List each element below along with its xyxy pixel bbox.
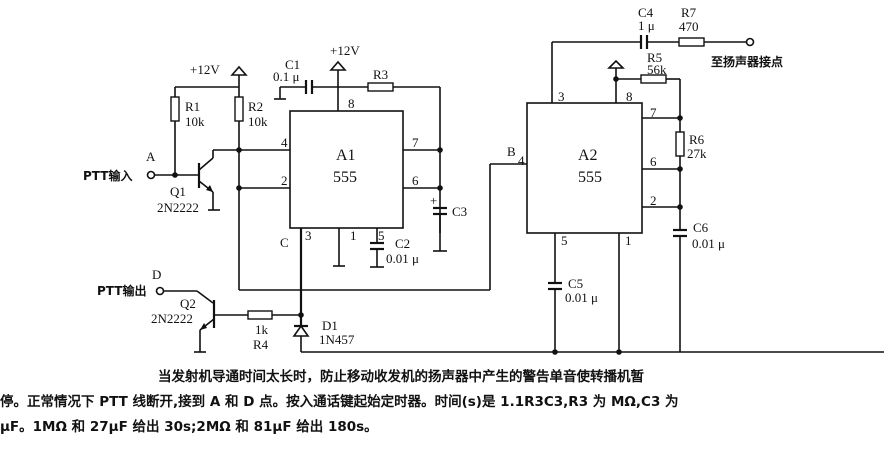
svg-text:2: 2 — [281, 173, 288, 188]
svg-text:C4: C4 — [638, 5, 654, 20]
svg-text:D1: D1 — [322, 318, 338, 333]
svg-text:C3: C3 — [452, 204, 467, 219]
caption-line-1: 当发射机导通时间太长时，防止移动收发机的扬声器中产生的警告单音使转播机暂 — [158, 369, 644, 385]
svg-text:A: A — [146, 149, 156, 164]
svg-text:PTT输入: PTT输入 — [83, 168, 132, 183]
svg-text:3: 3 — [305, 228, 312, 243]
svg-text:PTT输出: PTT输出 — [97, 283, 146, 298]
capacitor-c5: C5 0.01 μ — [548, 233, 598, 352]
capacitor-c2: C2 0.01 μ — [370, 228, 419, 268]
svg-text:10k: 10k — [248, 114, 268, 129]
svg-text:0.1 μ: 0.1 μ — [273, 69, 300, 84]
transistor-q2: Q2 2N2222 — [151, 290, 216, 353]
svg-text:1: 1 — [350, 228, 357, 243]
svg-text:Q2: Q2 — [180, 296, 196, 311]
svg-text:10k: 10k — [185, 114, 205, 129]
svg-text:Q1: Q1 — [170, 184, 186, 199]
supply-arrow-icon — [607, 59, 625, 69]
svg-text:+12V: +12V — [330, 43, 360, 58]
caption-line-3: μF。1MΩ 和 27μF 给出 30s;2MΩ 和 81μF 给出 180s。 — [0, 419, 378, 435]
ic-a2-555: A2 555 3 8 7 4 6 2 5 1 — [518, 89, 657, 248]
svg-text:0.01 μ: 0.01 μ — [386, 251, 419, 266]
capacitor-c3: + C3 — [430, 193, 467, 252]
supply-left: +12V — [175, 62, 248, 88]
ic-a1-555: A1 555 8 4 2 7 6 3 1 5 — [281, 96, 419, 243]
svg-text:8: 8 — [626, 89, 633, 104]
svg-text:A1: A1 — [336, 147, 356, 164]
svg-text:1: 1 — [625, 233, 632, 248]
svg-text:555: 555 — [333, 169, 357, 186]
svg-text:1k: 1k — [255, 322, 269, 337]
svg-text:C5: C5 — [568, 276, 583, 291]
svg-text:R1: R1 — [185, 99, 200, 114]
resistor-r5: R5 56k — [616, 50, 681, 132]
svg-text:8: 8 — [348, 96, 355, 111]
svg-text:C2: C2 — [395, 236, 410, 251]
svg-text:至扬声器接点: 至扬声器接点 — [711, 54, 783, 69]
svg-text:1N457: 1N457 — [319, 332, 355, 347]
svg-text:555: 555 — [578, 169, 602, 186]
node-b-label: B — [507, 144, 516, 159]
circuit-schematic: +12V R1 10k R2 10k A PTT输入 Q1 — [83, 5, 884, 355]
svg-text:2: 2 — [650, 193, 657, 208]
supply-a1: +12V — [329, 43, 360, 111]
svg-text:4: 4 — [281, 135, 288, 150]
svg-text:2N2222: 2N2222 — [157, 200, 199, 215]
svg-text:R5: R5 — [647, 50, 662, 65]
svg-text:R2: R2 — [248, 99, 263, 114]
ptt-input-terminal: A PTT输入 — [83, 149, 198, 183]
svg-text:R3: R3 — [373, 67, 388, 82]
diode-d1: D1 1N457 — [292, 318, 355, 352]
svg-text:27k: 27k — [687, 146, 707, 161]
supply-arrow-icon — [329, 60, 347, 71]
svg-text:1 μ: 1 μ — [638, 18, 655, 33]
svg-text:2N2222: 2N2222 — [151, 311, 193, 326]
svg-text:7: 7 — [412, 135, 419, 150]
ptt-output-terminal: D PTT输出 — [97, 267, 197, 298]
svg-text:3: 3 — [558, 89, 565, 104]
svg-text:4: 4 — [518, 153, 525, 168]
svg-text:0.01 μ: 0.01 μ — [692, 236, 725, 251]
node-c-label: C — [280, 235, 289, 250]
svg-text:0.01 μ: 0.01 μ — [565, 290, 598, 305]
caption-line-2: 停。正常情况下 PTT 线断开,接到 A 和 D 点。按入通话键起始定时器。时间… — [0, 394, 679, 410]
transistor-q1: Q1 2N2222 — [157, 149, 290, 215]
resistor-r7: R7 470 — [678, 5, 746, 47]
svg-text:+: + — [430, 193, 437, 208]
svg-text:R7: R7 — [681, 5, 697, 20]
capacitor-c1: C1 0.1 μ — [273, 57, 368, 100]
svg-text:6: 6 — [412, 173, 419, 188]
resistor-r1: R1 10k — [170, 87, 205, 175]
svg-text:470: 470 — [679, 19, 699, 34]
speaker-terminal: 至扬声器接点 — [711, 37, 783, 69]
svg-text:C1: C1 — [285, 57, 300, 72]
svg-text:C6: C6 — [693, 220, 709, 235]
supply-arrow-icon — [230, 65, 248, 76]
svg-text:R6: R6 — [689, 132, 705, 147]
svg-text:A2: A2 — [578, 147, 598, 164]
svg-text:6: 6 — [650, 154, 657, 169]
supply-a2 — [607, 59, 625, 103]
svg-text:R4: R4 — [253, 337, 269, 352]
resistor-r6: R6 27k — [675, 131, 707, 230]
capacitor-c4: C4 1 μ — [638, 5, 679, 49]
svg-text:5: 5 — [561, 233, 568, 248]
resistor-r4: 1k R4 — [214, 310, 304, 352]
svg-text:7: 7 — [650, 105, 657, 120]
capacitor-c6: C6 0.01 μ — [673, 220, 725, 352]
svg-text:56k: 56k — [647, 62, 667, 77]
supply-label-left: +12V — [190, 62, 220, 77]
caption: 当发射机导通时间太长时，防止移动收发机的扬声器中产生的警告单音使转播机暂 停。正… — [0, 365, 892, 440]
svg-text:5: 5 — [378, 228, 385, 243]
svg-text:D: D — [152, 267, 161, 282]
